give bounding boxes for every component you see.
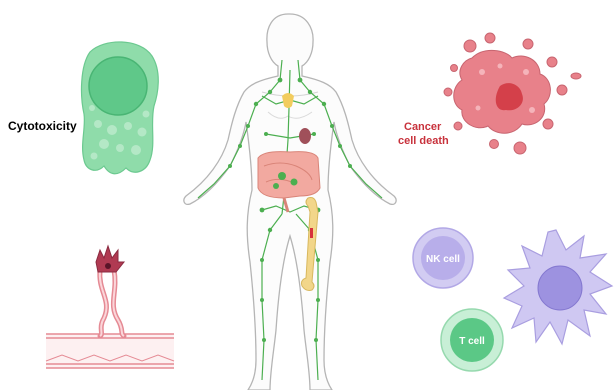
nk-cell-label: NK cell [426,254,460,265]
cytotoxic-cell [82,42,159,174]
t-cell-label: T cell [459,336,485,347]
cytotoxic-cell-nucleus [89,57,147,115]
vessel-lumen [46,334,174,368]
dendritic-cell [504,230,612,344]
dendritic-cell-nucleus [538,266,582,310]
cancer-label-line2: cell death [398,135,449,147]
migrating-immune-cell [96,246,124,272]
cancer-label-line1: Cancer [404,121,442,133]
cytotoxicity-label: Cytotoxicity [8,119,77,133]
blood-vessel [46,270,174,368]
spleen [299,128,311,144]
